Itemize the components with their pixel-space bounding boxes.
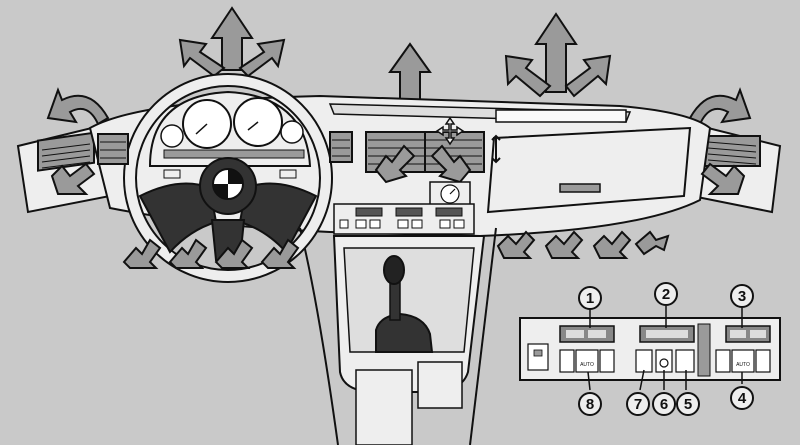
left-defrost-button bbox=[599, 349, 615, 373]
airflow-arrows-footwell-left bbox=[122, 238, 300, 269]
airflow-arrow-right-side bbox=[700, 162, 746, 195]
callout-8: 8 bbox=[578, 392, 602, 416]
airflow-arrow-left-side bbox=[50, 162, 96, 195]
dash-speaker-slot bbox=[495, 109, 627, 123]
left-auto-button bbox=[575, 349, 599, 373]
right-of-wheel-vent bbox=[329, 131, 353, 163]
recirculation-icon bbox=[659, 358, 669, 368]
right-side-vent bbox=[703, 135, 761, 167]
glove-box-handle bbox=[559, 183, 601, 193]
console-armrest bbox=[355, 369, 413, 445]
vent-adjust-cross-icon bbox=[435, 116, 465, 146]
dash-clock bbox=[429, 181, 471, 207]
glove-box bbox=[486, 126, 692, 214]
svg-text:7: 7 bbox=[634, 396, 642, 413]
dash-climate-panel bbox=[333, 203, 475, 235]
button-7 bbox=[635, 349, 653, 373]
climate-control-detail: AUTO AUTO bbox=[519, 317, 781, 381]
button-6 bbox=[655, 349, 673, 373]
svg-text:3: 3 bbox=[738, 288, 746, 305]
airflow-arrow-center-left bbox=[374, 144, 416, 184]
left-dash-vent bbox=[97, 133, 129, 165]
svg-text:6: 6 bbox=[660, 396, 668, 413]
vent-updown-icon bbox=[491, 134, 501, 164]
airflow-arrows-footwell-right bbox=[496, 230, 670, 259]
right-defrost-button bbox=[755, 349, 771, 373]
svg-text:2: 2 bbox=[662, 286, 670, 303]
svg-text:8: 8 bbox=[586, 396, 594, 413]
left-mode-button bbox=[559, 349, 575, 373]
console-tray bbox=[417, 361, 463, 409]
airflow-arrows-top bbox=[46, 6, 752, 126]
right-auto-button bbox=[731, 349, 755, 373]
right-mode-button bbox=[715, 349, 731, 373]
callout-leaders bbox=[587, 306, 743, 391]
console-left-edge bbox=[299, 227, 339, 445]
callout-1: 1 bbox=[578, 286, 602, 310]
panel-divider bbox=[697, 323, 711, 377]
callout-7: 7 bbox=[626, 392, 650, 416]
button-5 bbox=[675, 349, 695, 373]
svg-text:5: 5 bbox=[684, 396, 692, 413]
left-side-vent bbox=[37, 131, 95, 172]
left-auto-label: AUTO bbox=[580, 362, 594, 368]
panel-side-button bbox=[527, 343, 549, 371]
console-right-edge bbox=[469, 227, 497, 445]
airflow-arrow-center-right bbox=[430, 144, 472, 184]
callout-5: 5 bbox=[676, 392, 700, 416]
callout-6: 6 bbox=[652, 392, 676, 416]
fuel-gauge bbox=[160, 124, 184, 148]
gear-shifter bbox=[375, 255, 434, 353]
svg-text:4: 4 bbox=[738, 390, 747, 407]
callout-2: 2 bbox=[654, 282, 678, 306]
temp-gauge bbox=[280, 120, 304, 144]
right-auto-label: AUTO bbox=[736, 362, 750, 368]
callout-3: 3 bbox=[730, 284, 754, 308]
svg-text:1: 1 bbox=[586, 290, 594, 307]
callout-4: 4 bbox=[730, 386, 754, 410]
